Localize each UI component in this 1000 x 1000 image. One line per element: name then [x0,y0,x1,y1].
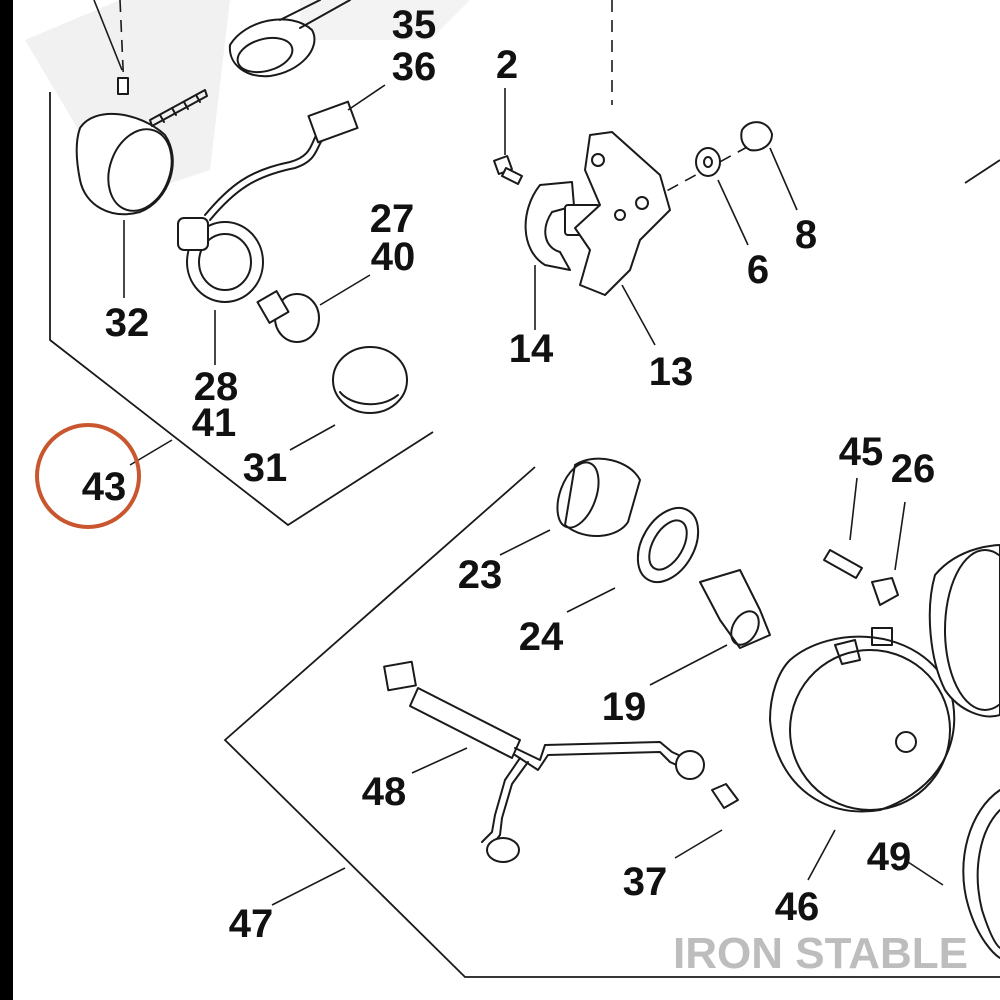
part-headlamp-rear [928,544,1000,718]
part-13-bracket [574,131,671,296]
callout-2: 2 [496,43,518,87]
callout-6: 6 [747,248,769,292]
callout-27: 27 [370,197,415,241]
part-6-washer [695,147,721,177]
callout-35: 35 [392,3,437,47]
callout-48: 48 [362,770,407,814]
group-frame-right [964,159,1000,184]
callout-23: 23 [458,553,503,597]
group-frame-43 [49,92,434,527]
part-26-connector [871,577,899,606]
callout-24: 24 [519,615,564,659]
callout-45: 45 [839,430,884,474]
callout-49: 49 [867,835,912,879]
callout-32: 32 [105,301,150,345]
highlight-circle-43 [35,423,141,529]
group-frame-47 [223,466,1000,978]
part-31-lens [332,346,408,414]
callout-13: 13 [649,350,694,394]
part-28-41-socket [177,100,359,303]
callout-46: 46 [775,885,820,929]
part-45-pin [823,549,863,579]
part-2-screw [493,155,523,185]
callout-36: 36 [392,45,437,89]
callout-41: 41 [192,401,237,445]
left-edge-bar [0,0,13,1000]
part-27-40-bulb [256,290,320,343]
part-24-retaining-ring [636,507,700,583]
part-35-36-lamp [228,0,351,78]
callout-8: 8 [795,213,817,257]
callout-19: 19 [602,685,647,729]
centerline-signal [119,0,125,91]
part-46-headlamp-housing [769,627,956,813]
callout-31: 31 [243,446,288,490]
callout-47: 47 [229,902,274,946]
callout-26: 26 [891,447,936,491]
callout-37: 37 [623,860,668,904]
part-48-wire-harness [383,660,705,863]
part-19-headlamp-bulb [699,569,771,649]
callout-labels: 35 36 2 8 6 27 40 32 14 13 28 41 31 43 4… [82,3,936,946]
part-49-bezel [962,789,1000,959]
part-37-small-bulb [711,783,739,809]
part-32-signal-housing [75,77,208,216]
callout-28: 28 [194,365,239,409]
background-watermark-shape [25,0,470,200]
part-8-nut [740,121,773,152]
callout-40: 40 [371,235,416,279]
part-23-trim-ring [556,457,641,538]
callout-14: 14 [509,327,554,371]
watermark-text: IRON STABLE [673,929,968,978]
callout-43: 43 [82,465,127,509]
